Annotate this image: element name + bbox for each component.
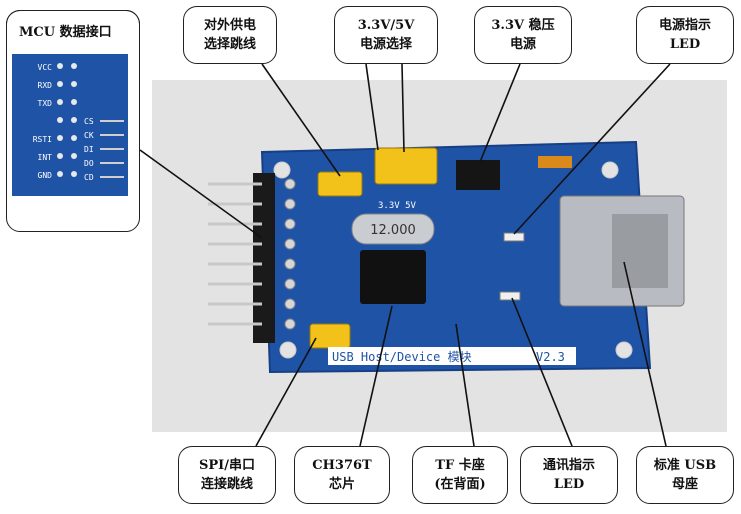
inset-pad xyxy=(71,63,77,69)
callout-usb-port: 标准 USB 母座 xyxy=(636,446,734,504)
callout-mcu-interface: MCU 数据接口 xyxy=(6,10,140,54)
capacitor-ec1 xyxy=(538,156,572,168)
inset-pad xyxy=(57,153,63,159)
power-led xyxy=(504,233,524,241)
callout-external-power: 对外供电 选择跳线 xyxy=(183,6,277,64)
pinout-inset: VCC RXD TXD RSTI INT GND CS CK DI DO CD xyxy=(12,54,128,196)
callout-usb-port-text: 标准 USB 母座 xyxy=(654,456,716,494)
header-pad xyxy=(285,279,295,289)
inset-pin-label-left: TXD xyxy=(38,99,53,108)
inset-pad xyxy=(71,171,77,177)
inset-pin-label-right: CS xyxy=(84,117,94,126)
regulator-u1 xyxy=(456,160,500,190)
inset-pin-label-right: DO xyxy=(84,159,94,168)
jumper-voltage-select xyxy=(375,148,437,184)
callout-mcu-interface-text: MCU 数据接口 xyxy=(19,23,112,42)
callout-comm-led-text: 通讯指示 LED xyxy=(543,456,595,494)
callout-comm-led: 通讯指示 LED xyxy=(520,446,618,504)
callout-chip-text: CH376T 芯片 xyxy=(312,456,371,494)
inset-pad xyxy=(57,171,63,177)
callout-regulator-text: 3.3V 稳压 电源 xyxy=(491,16,554,54)
inset-pad xyxy=(71,153,77,159)
crystal-12mhz: 12.000 xyxy=(352,214,434,244)
inset-pin-label-left: RXD xyxy=(38,81,53,90)
inset-pad xyxy=(71,135,77,141)
header-pad xyxy=(285,259,295,269)
callout-power-led: 电源指示 LED xyxy=(636,6,734,64)
ch376t-chip xyxy=(360,250,426,304)
jumper-j3 xyxy=(310,324,350,348)
inset-pad xyxy=(71,117,77,123)
callout-chip: CH376T 芯片 xyxy=(294,446,390,504)
callout-voltage-select-text: 3.3V/5V 电源选择 xyxy=(358,16,415,54)
inset-pin-label-right: DI xyxy=(84,145,94,154)
callout-spi-uart: SPI/串口 连接跳线 xyxy=(178,446,276,504)
header-pad xyxy=(285,319,295,329)
callout-regulator: 3.3V 稳压 电源 xyxy=(474,6,572,64)
voltage-marking: 3.3V 5V xyxy=(378,201,417,211)
comm-led xyxy=(500,292,520,300)
inset-pin-label-right: CD xyxy=(84,173,94,182)
inset-pad xyxy=(71,99,77,105)
header-pad xyxy=(285,239,295,249)
inset-pad xyxy=(71,81,77,87)
callout-voltage-select: 3.3V/5V 电源选择 xyxy=(334,6,438,64)
callout-external-power-text: 对外供电 选择跳线 xyxy=(204,16,256,54)
inset-pad xyxy=(57,117,63,123)
usb-a-receptacle xyxy=(560,196,684,306)
header-pad xyxy=(285,299,295,309)
inset-pin-label-left: VCC xyxy=(38,63,53,72)
inset-pad xyxy=(57,63,63,69)
header-pad xyxy=(285,179,295,189)
callout-tf-slot-text: TF 卡座 (在背面) xyxy=(434,456,485,494)
inset-pad xyxy=(57,81,63,87)
inset-pin-label-left: RSTI xyxy=(33,135,52,144)
inset-pin-label-right: CK xyxy=(84,131,94,140)
crystal-label: 12.000 xyxy=(370,223,416,238)
module-name: USB Host/Device 模块 xyxy=(332,350,472,364)
callout-power-led-text: 电源指示 LED xyxy=(659,16,711,54)
inset-pin-label-left: GND xyxy=(38,171,53,180)
header-pad xyxy=(285,219,295,229)
inset-pad xyxy=(57,99,63,105)
inset-pin-label-left: INT xyxy=(38,153,53,162)
board-version: V2.3 xyxy=(536,350,565,364)
header-pad xyxy=(285,199,295,209)
callout-spi-uart-text: SPI/串口 连接跳线 xyxy=(199,456,255,494)
inset-pad xyxy=(57,135,63,141)
callout-tf-slot: TF 卡座 (在背面) xyxy=(412,446,508,504)
